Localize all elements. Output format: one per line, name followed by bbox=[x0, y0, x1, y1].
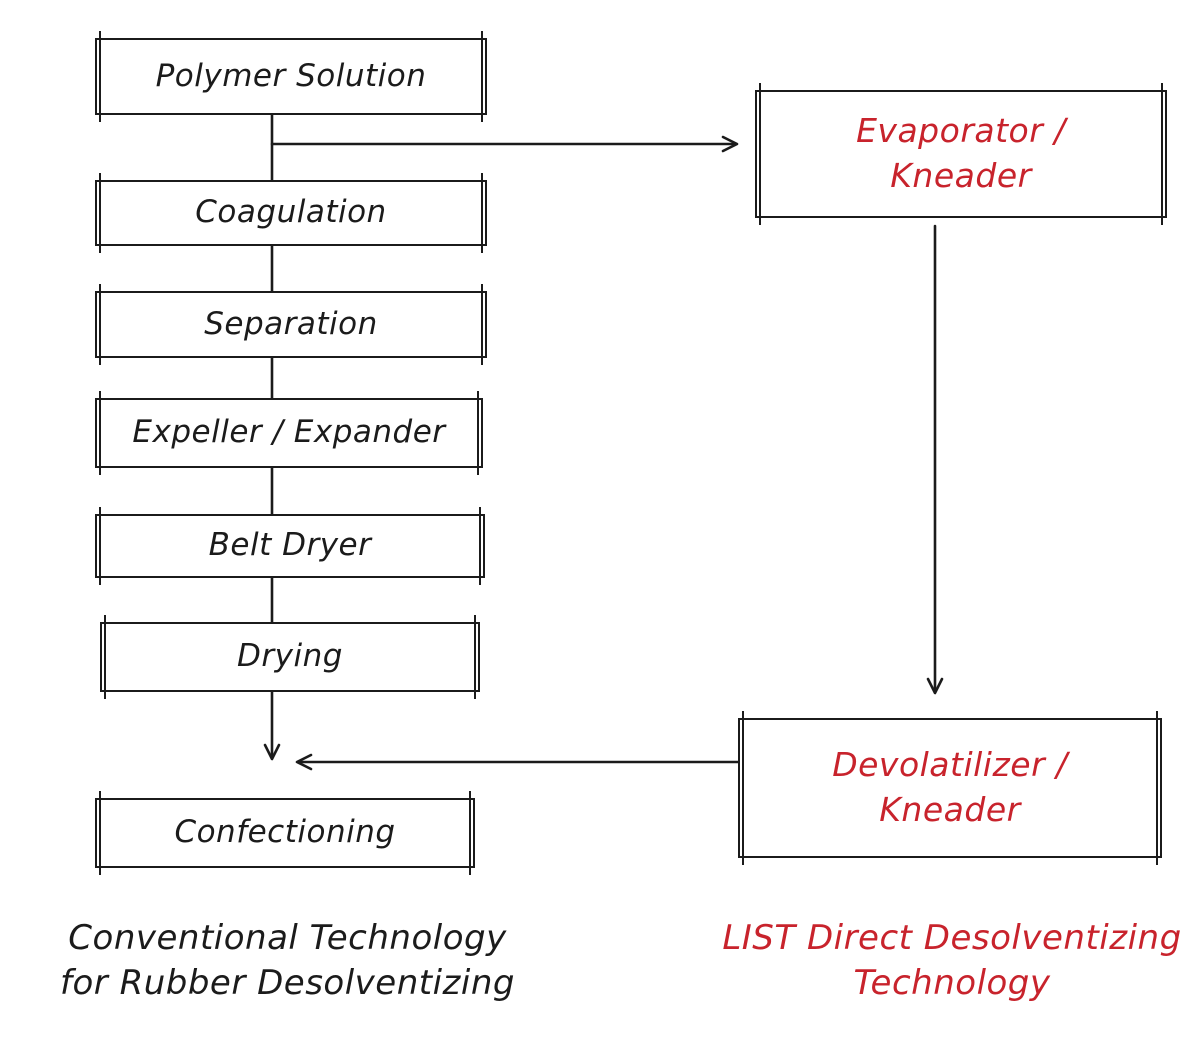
caption-line2: Technology bbox=[853, 962, 1051, 1003]
flow-box-evaporator-kneader: Evaporator / Kneader bbox=[755, 83, 1167, 225]
flow-box-confectioning: Confectioning bbox=[95, 791, 475, 875]
caption-conventional-technology: Conventional Technology for Rubber Desol… bbox=[45, 916, 530, 1006]
caption-list-direct-desolventizing: LIST Direct Desolventizing Technology bbox=[712, 916, 1192, 1006]
flow-box-label: Separation bbox=[204, 305, 378, 342]
flow-box-label: Coagulation bbox=[195, 194, 387, 231]
flow-box-coagulation: Coagulation bbox=[95, 173, 487, 253]
flow-box-label: Confectioning bbox=[174, 814, 396, 851]
caption-line1: Conventional Technology bbox=[68, 918, 507, 958]
flow-box-label-line2: Kneader bbox=[890, 156, 1032, 195]
flow-box-drying: Drying bbox=[100, 615, 480, 699]
flow-box-separation: Separation bbox=[95, 284, 487, 365]
flow-box-label-line1: Evaporator / bbox=[856, 111, 1066, 151]
flow-box-label: Drying bbox=[237, 638, 343, 675]
flow-box-label: Belt Dryer bbox=[208, 527, 372, 564]
flow-box-belt-dryer: Belt Dryer bbox=[95, 507, 485, 585]
flow-box-label-line1: Devolatilizer / bbox=[832, 745, 1068, 785]
flow-box-label-line2: Kneader bbox=[879, 790, 1021, 829]
caption-line2: for Rubber Desolventizing bbox=[60, 962, 515, 1003]
flow-box-polymer-solution: Polymer Solution bbox=[95, 31, 487, 122]
flow-box-label: Polymer Solution bbox=[155, 57, 427, 94]
flow-box-expeller-expander: Expeller / Expander bbox=[95, 391, 483, 475]
flow-box-label: Expeller / Expander bbox=[132, 414, 446, 451]
caption-line1: LIST Direct Desolventizing bbox=[722, 918, 1182, 958]
flow-box-devolatilizer-kneader: Devolatilizer / Kneader bbox=[738, 711, 1162, 865]
